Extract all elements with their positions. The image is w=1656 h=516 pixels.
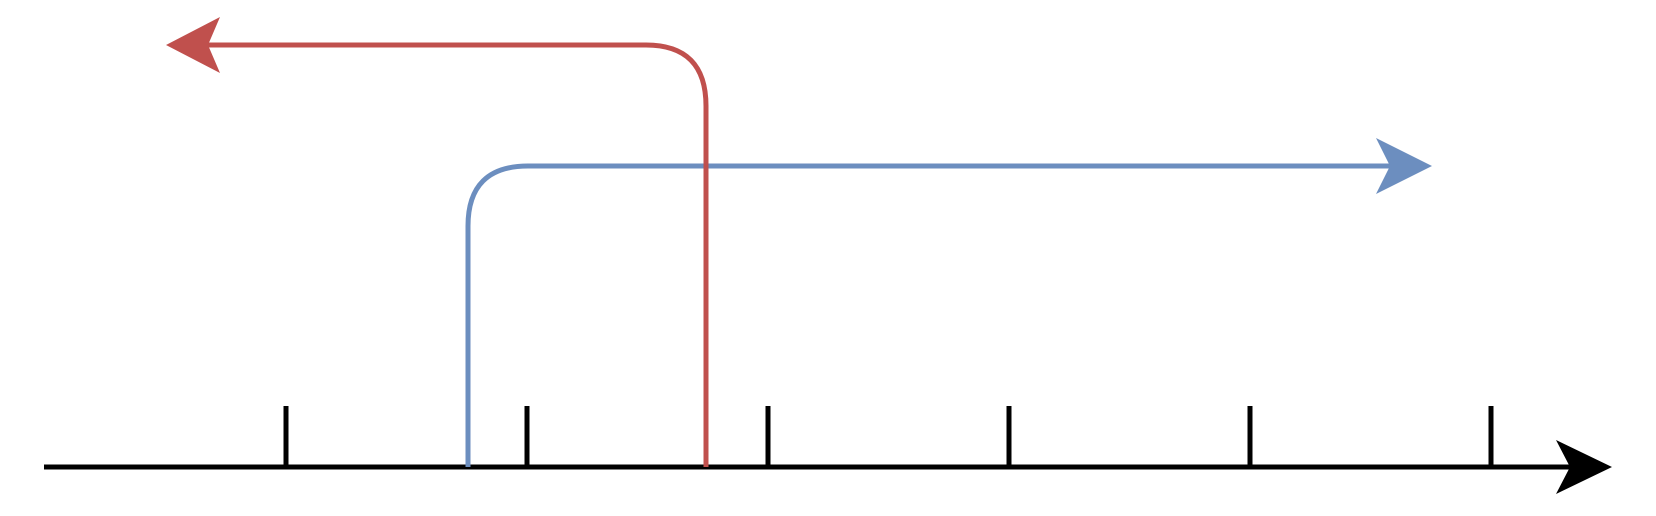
- axis-arrowhead: [1556, 440, 1612, 494]
- blue-right-arrow: [465, 138, 1432, 467]
- number-line: [44, 406, 1612, 494]
- red-left-arrow: [166, 17, 709, 467]
- blue-arrowhead: [1376, 138, 1432, 194]
- blue-arrow-path: [465, 163, 1390, 467]
- red-arrow-path: [208, 42, 709, 467]
- red-arrowhead: [166, 17, 220, 73]
